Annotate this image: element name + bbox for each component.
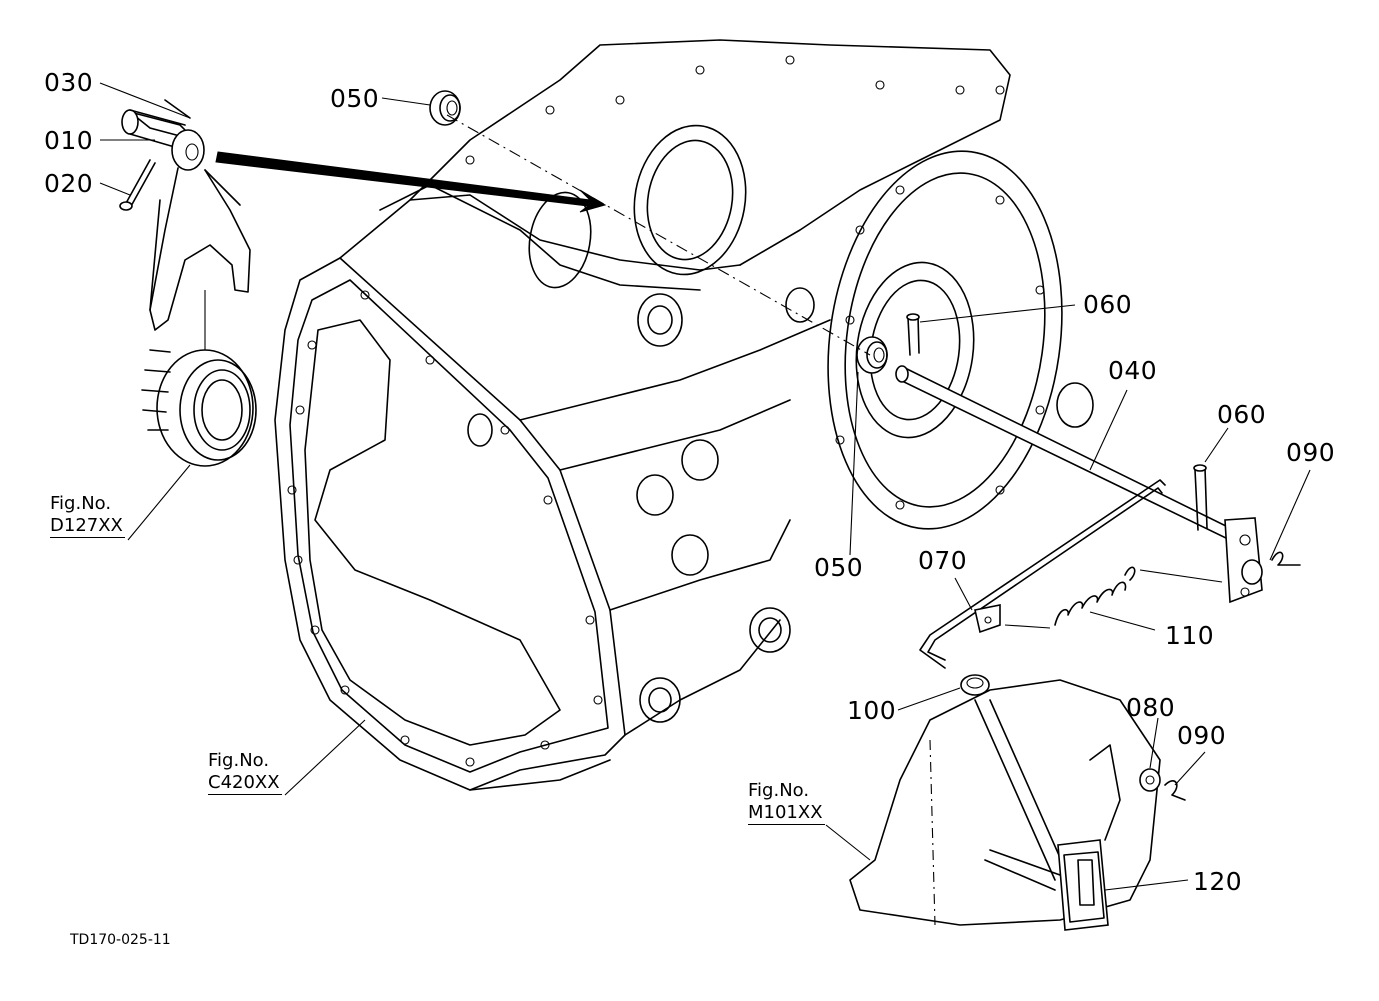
fig-ref-c420-line1: Fig.No. (208, 750, 270, 771)
drawing-code: TD170-025-11 (70, 932, 171, 948)
part-label-020: 020 (44, 169, 94, 198)
clip-090-low (1164, 780, 1186, 801)
fig-ref-d127: Fig.No. D127XX (50, 493, 125, 538)
shift-fork (119, 99, 251, 331)
transmission-housing (274, 39, 1094, 791)
fig-ref-m101-line2: M101XX (748, 802, 825, 825)
fig-ref-d127-line2: D127XX (50, 515, 125, 538)
part-label-060-top: 060 (1083, 290, 1133, 319)
shaft-040 (895, 313, 1263, 604)
part-label-080: 080 (1126, 693, 1176, 722)
bearing-050-mid (856, 336, 888, 374)
fig-ref-d127-line1: Fig.No. (50, 493, 112, 514)
pedal-assembly (849, 674, 1161, 931)
part-label-110: 110 (1165, 621, 1215, 650)
part-label-010: 010 (44, 126, 94, 155)
part-label-070: 070 (918, 546, 968, 575)
part-label-120: 120 (1193, 867, 1243, 896)
part-label-050-top: 050 (330, 84, 380, 113)
part-label-050-mid: 050 (814, 553, 864, 582)
rod-070 (919, 479, 1166, 669)
fig-ref-c420: Fig.No. C420XX (208, 750, 282, 795)
part-label-040: 040 (1108, 356, 1158, 385)
release-bearing (141, 290, 257, 467)
part-label-100: 100 (847, 696, 897, 725)
leader-lines (99, 82, 1311, 891)
fig-ref-m101: Fig.No. M101XX (748, 780, 825, 825)
bearing-050-top (429, 90, 461, 126)
part-label-090-right: 090 (1286, 438, 1336, 467)
fig-ref-c420-line2: C420XX (208, 772, 282, 795)
assembly-arrow (215, 151, 607, 213)
clip-090-right (1271, 551, 1301, 566)
part-label-090-low: 090 (1177, 721, 1227, 750)
part-label-060-right: 060 (1217, 400, 1267, 429)
fig-ref-m101-line1: Fig.No. (748, 780, 810, 801)
spring-110 (1004, 566, 1223, 629)
part-label-030: 030 (44, 68, 94, 97)
